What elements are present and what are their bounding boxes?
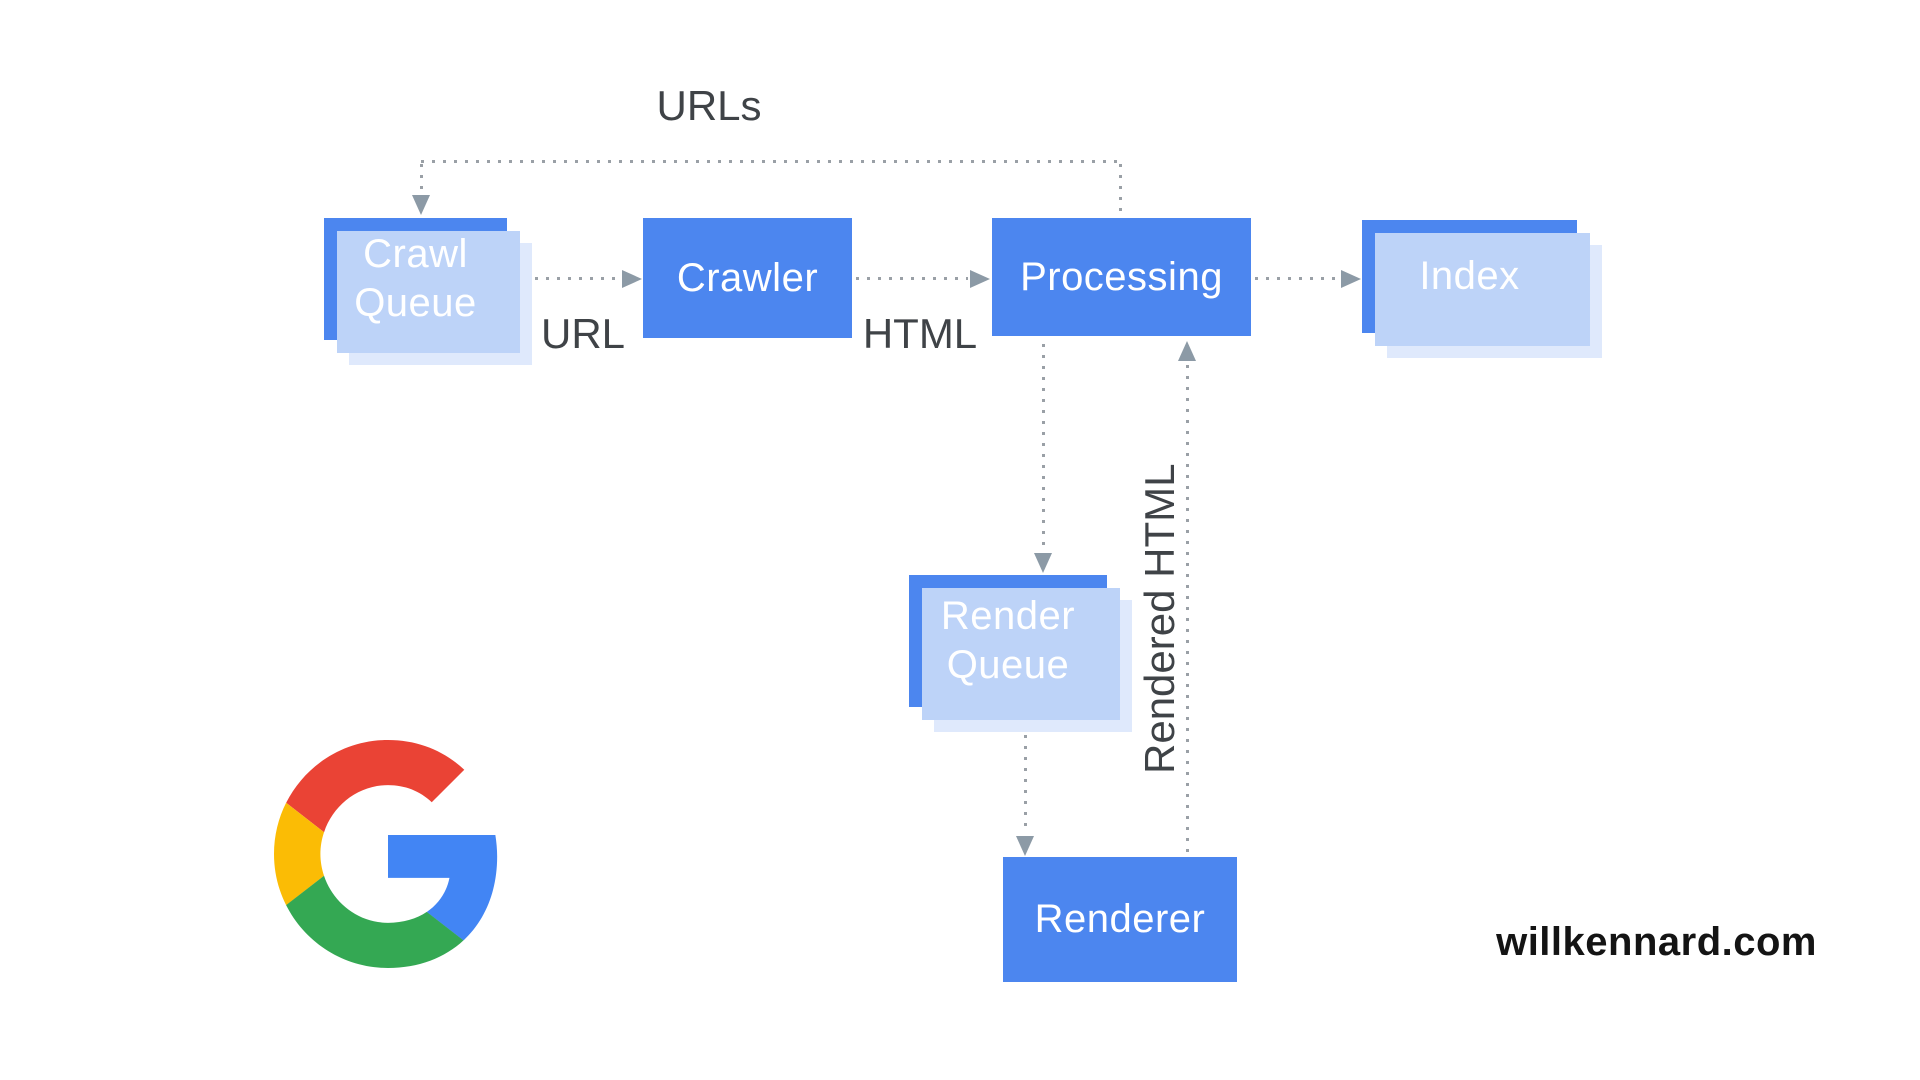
feedback-line-horizontal	[421, 160, 1122, 163]
edge-label-urls: URLs	[656, 82, 762, 129]
edge-processing-index-line	[1255, 277, 1339, 280]
arrowhead-into-index	[1341, 270, 1361, 288]
arrowhead-into-processing	[970, 270, 990, 288]
feedback-line-left-vertical	[420, 164, 423, 195]
arrowhead-into-render-queue	[1034, 553, 1052, 573]
node-renderer-label: Renderer	[1034, 897, 1206, 942]
edge-crawler-processing-line	[856, 277, 968, 280]
feedback-line-right-vertical	[1119, 164, 1122, 218]
node-renderer: Renderer	[1003, 857, 1237, 982]
node-index: Index	[1362, 220, 1602, 358]
arrowhead-into-processing-bottom	[1178, 341, 1196, 361]
node-render-queue: Render Queue	[909, 575, 1132, 732]
edge-label-url: URL	[540, 310, 626, 357]
google-g-icon	[274, 740, 498, 968]
node-render-queue-label: Render Queue	[940, 594, 1076, 687]
node-index-label: Index	[1419, 254, 1520, 299]
edge-label-html: HTML	[862, 310, 978, 357]
arrowhead-into-crawl-queue	[412, 195, 430, 215]
node-crawl-queue: Crawl Queue	[324, 218, 532, 365]
edge-processing-renderqueue-line	[1042, 344, 1045, 551]
edge-renderqueue-renderer-line	[1024, 713, 1027, 834]
site-credit: willkennard.com	[1496, 920, 1817, 964]
arrowhead-into-renderer	[1016, 836, 1034, 856]
node-crawler-label: Crawler	[676, 255, 819, 300]
edge-renderer-processing-line	[1186, 365, 1189, 857]
node-crawl-queue-label: Crawl Queue	[354, 232, 477, 325]
arrowhead-into-crawler	[622, 270, 642, 288]
edge-crawlqueue-crawler-line	[524, 277, 620, 280]
node-crawler: Crawler	[643, 218, 852, 338]
edge-label-rendered-html: Rendered HTML	[1136, 463, 1183, 774]
node-processing: Processing	[992, 218, 1251, 336]
node-processing-label: Processing	[1020, 254, 1223, 299]
